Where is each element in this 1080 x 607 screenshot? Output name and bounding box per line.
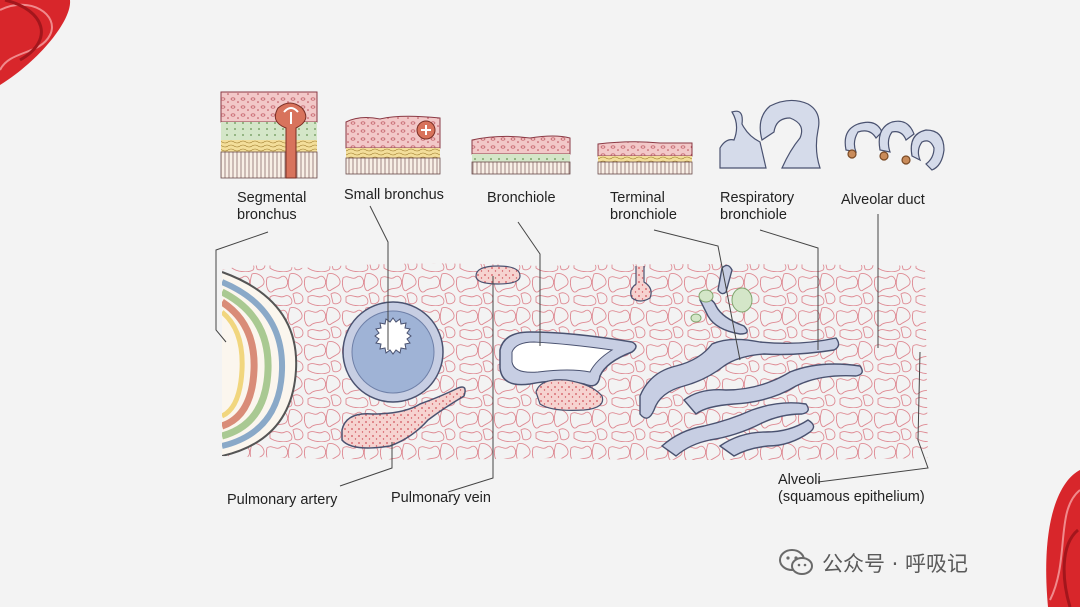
wall-section-small-bronchus — [346, 116, 440, 174]
label-terminal-bronchiole: Terminal bronchiole — [610, 190, 677, 224]
label-line: bronchus — [237, 207, 306, 224]
label-segmental-bronchus: Segmental bronchus — [237, 190, 306, 224]
pulmonary-vein-shape — [476, 266, 520, 284]
ribbon-bottom-right — [1046, 470, 1080, 607]
label-line: Alveoli — [778, 472, 925, 489]
wall-section-segmental-bronchus — [221, 92, 317, 178]
label-pulmonary-artery: Pulmonary artery — [227, 492, 337, 509]
label-line: bronchiole — [720, 207, 794, 224]
wall-section-respiratory-bronchiole — [720, 100, 820, 168]
label-small-bronchus: Small bronchus — [344, 187, 444, 204]
label-alveoli: Alveoli (squamous epithelium) — [778, 472, 925, 506]
wall-section-bronchiole — [472, 136, 570, 174]
label-bronchiole: Bronchiole — [487, 190, 556, 207]
small-bronchus-section — [343, 302, 443, 402]
wall-section-alveolar-duct — [845, 121, 944, 170]
label-alveolar-duct: Alveolar duct — [841, 192, 925, 209]
watermark-text: 公众号 · 呼吸记 — [822, 548, 968, 578]
wechat-icon — [778, 548, 814, 578]
label-line: (squamous epithelium) — [778, 489, 925, 506]
wall-section-terminal-bronchiole — [598, 142, 692, 174]
label-respiratory-bronchiole: Respiratory bronchiole — [720, 190, 794, 224]
label-line: Terminal — [610, 190, 677, 207]
label-pulmonary-vein: Pulmonary vein — [391, 490, 491, 507]
ribbon-top-left — [0, 0, 70, 85]
label-line: bronchiole — [610, 207, 677, 224]
label-line: Respiratory — [720, 190, 794, 207]
watermark: 公众号 · 呼吸记 — [778, 546, 968, 580]
label-line: Segmental — [237, 190, 306, 207]
